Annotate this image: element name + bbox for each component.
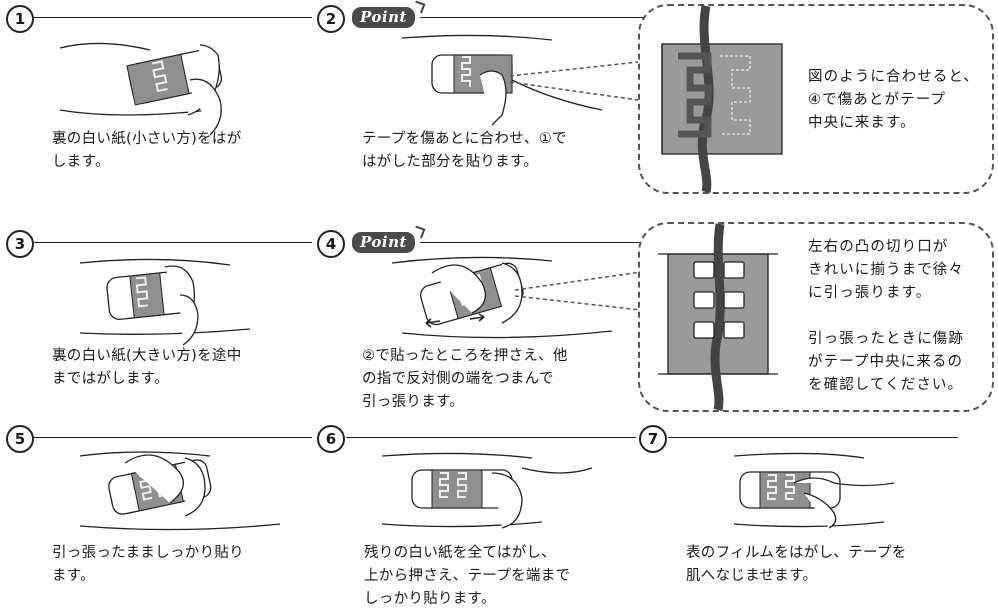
step-4-illustration: [391, 256, 613, 339]
step-4: 4 Point ②で貼ったところを押さえ、他 の指で反対側の端をつまんで 引っ張…: [312, 225, 632, 415]
step-divider: [34, 242, 312, 244]
step-1: 1 裏の白い紙(小さい方)をはが します。: [0, 0, 320, 200]
step-1-illustration: [59, 42, 223, 136]
callout-bubble-2: 左右の凸の切り口が きれいに揃うまで徐々 に引っ張ります。 引っ張ったときに傷跡…: [638, 222, 994, 412]
step-divider: [34, 437, 312, 439]
callout-text-1: 図のように合わせると、 ④で傷あとがテープ 中央に来ます。: [808, 69, 980, 131]
tape-closeup-1: [661, 5, 783, 194]
step-divider: [622, 242, 646, 244]
step-5: 5 引っ張ったまましっかり貼り ます。: [0, 420, 320, 610]
step-number: 1: [6, 5, 34, 33]
callout-text-2: 左右の凸の切り口が きれいに揃うまで徐々 に引っ張ります。 引っ張ったときに傷跡…: [808, 239, 964, 393]
step-caption: 裏の白い紙(小さい方)をはが します。: [52, 131, 242, 170]
callout-leader-1: [509, 61, 639, 101]
step-number: 6: [317, 425, 345, 453]
step-6-illustration: [381, 452, 593, 529]
step-caption: テープを傷あとに合わせ、①で はがした部分を貼ります。: [362, 131, 567, 170]
step-number: 7: [639, 425, 667, 453]
step-divider: [420, 17, 622, 19]
step-3: 3 裏の白い紙(大きい方)を途中 まではがします。: [0, 225, 320, 415]
step-divider: [34, 17, 312, 19]
step-divider: [420, 242, 622, 244]
point-badge: Point: [352, 7, 415, 28]
step-6: 6 残りの白い紙を全てはがし、 上から押さえ、テープを端まで しっかり貼ります。: [312, 420, 642, 610]
step-caption: 残りの白い紙を全てはがし、 上から押さえ、テープを端まで しっかり貼ります。: [364, 545, 571, 607]
step-number: 2: [317, 5, 345, 33]
callout-leader-2: [514, 271, 642, 311]
step-2-illustration: [401, 34, 603, 126]
step-3-illustration: [79, 258, 251, 346]
tape-closeup-2: [658, 223, 778, 412]
step-7-illustration: [733, 452, 895, 529]
step-5-illustration: [79, 451, 281, 531]
step-number: 4: [317, 230, 345, 258]
step-number: 5: [6, 425, 34, 453]
step-caption: 引っ張ったまましっかり貼り ます。: [52, 545, 244, 584]
step-divider: [668, 437, 958, 439]
step-2: 2 Point テープを傷あとに合わせ、①で はがした部分を貼ります。: [312, 0, 632, 200]
step-caption: 裏の白い紙(大きい方)を途中 まではがします。: [52, 348, 242, 387]
step-caption: 表のフィルムをはがし、テープを 肌へなじませます。: [686, 545, 907, 584]
point-badge: Point: [352, 232, 415, 253]
step-divider: [346, 437, 636, 439]
step-caption: ②で貼ったところを押さえ、他 の指で反対側の端をつまんで 引っ張ります。: [362, 348, 568, 410]
step-7: 7 表のフィルムをはがし、テープを 肌へなじませます。: [634, 420, 964, 610]
step-divider: [622, 17, 646, 19]
callout-bubble-1: 図のように合わせると、 ④で傷あとがテープ 中央に来ます。: [638, 4, 994, 194]
step-number: 3: [6, 230, 34, 258]
